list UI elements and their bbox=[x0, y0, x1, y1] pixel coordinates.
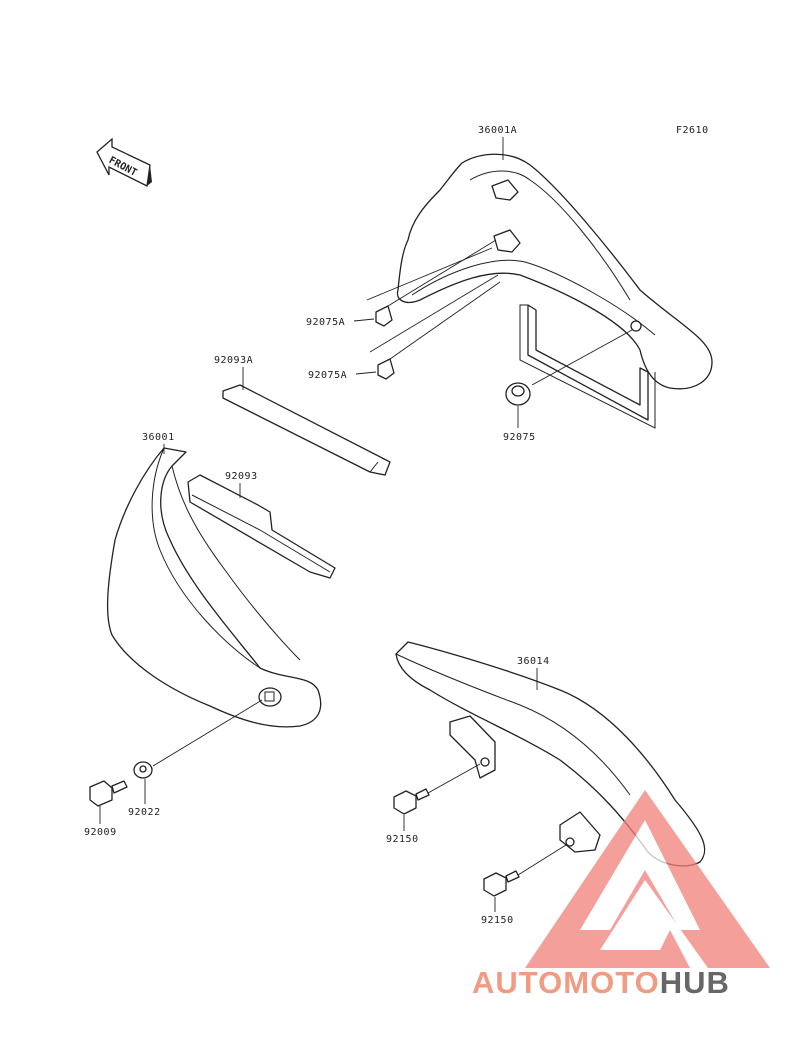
clip-lower-part bbox=[369, 274, 501, 380]
figure-code: F2610 bbox=[676, 125, 709, 136]
side-cover-right-part bbox=[396, 153, 713, 429]
watermark-text: AUTOMOTOHUB bbox=[472, 965, 730, 1000]
automotohub-logo bbox=[525, 790, 770, 968]
label-clip-upper: 92075A bbox=[306, 317, 345, 328]
bolt-left-part bbox=[89, 780, 128, 807]
label-bolt-chain-upper: 92150 bbox=[386, 834, 419, 845]
clip-upper-part bbox=[366, 239, 497, 327]
pad-upper-part bbox=[222, 384, 391, 476]
pad-lower-part bbox=[187, 474, 336, 579]
label-grommet: 92075 bbox=[503, 432, 536, 443]
front-arrow-icon: FRONT bbox=[96, 137, 152, 187]
watermark-part2: HUB bbox=[660, 965, 730, 1000]
label-cover-right: 36001A bbox=[478, 125, 517, 136]
grommet-part bbox=[505, 329, 633, 406]
side-cover-left-part bbox=[106, 447, 322, 728]
logo-triangle-mark bbox=[525, 790, 770, 968]
watermark-part1: AUTOMOTO bbox=[472, 965, 660, 1000]
label-cover-left: 36001 bbox=[142, 432, 175, 443]
bolt-chain-lower-part bbox=[483, 844, 567, 897]
label-washer: 92022 bbox=[128, 807, 161, 818]
label-bolt-left: 92009 bbox=[84, 827, 117, 838]
label-clip-lower: 92075A bbox=[308, 370, 347, 381]
label-bolt-chain-lower: 92150 bbox=[481, 915, 514, 926]
washer-part bbox=[133, 699, 263, 779]
label-pad-upper: 92093A bbox=[214, 355, 253, 366]
label-pad-lower: 92093 bbox=[225, 471, 258, 482]
label-chain-cover: 36014 bbox=[517, 656, 550, 667]
bolt-chain-upper-part bbox=[393, 763, 481, 815]
